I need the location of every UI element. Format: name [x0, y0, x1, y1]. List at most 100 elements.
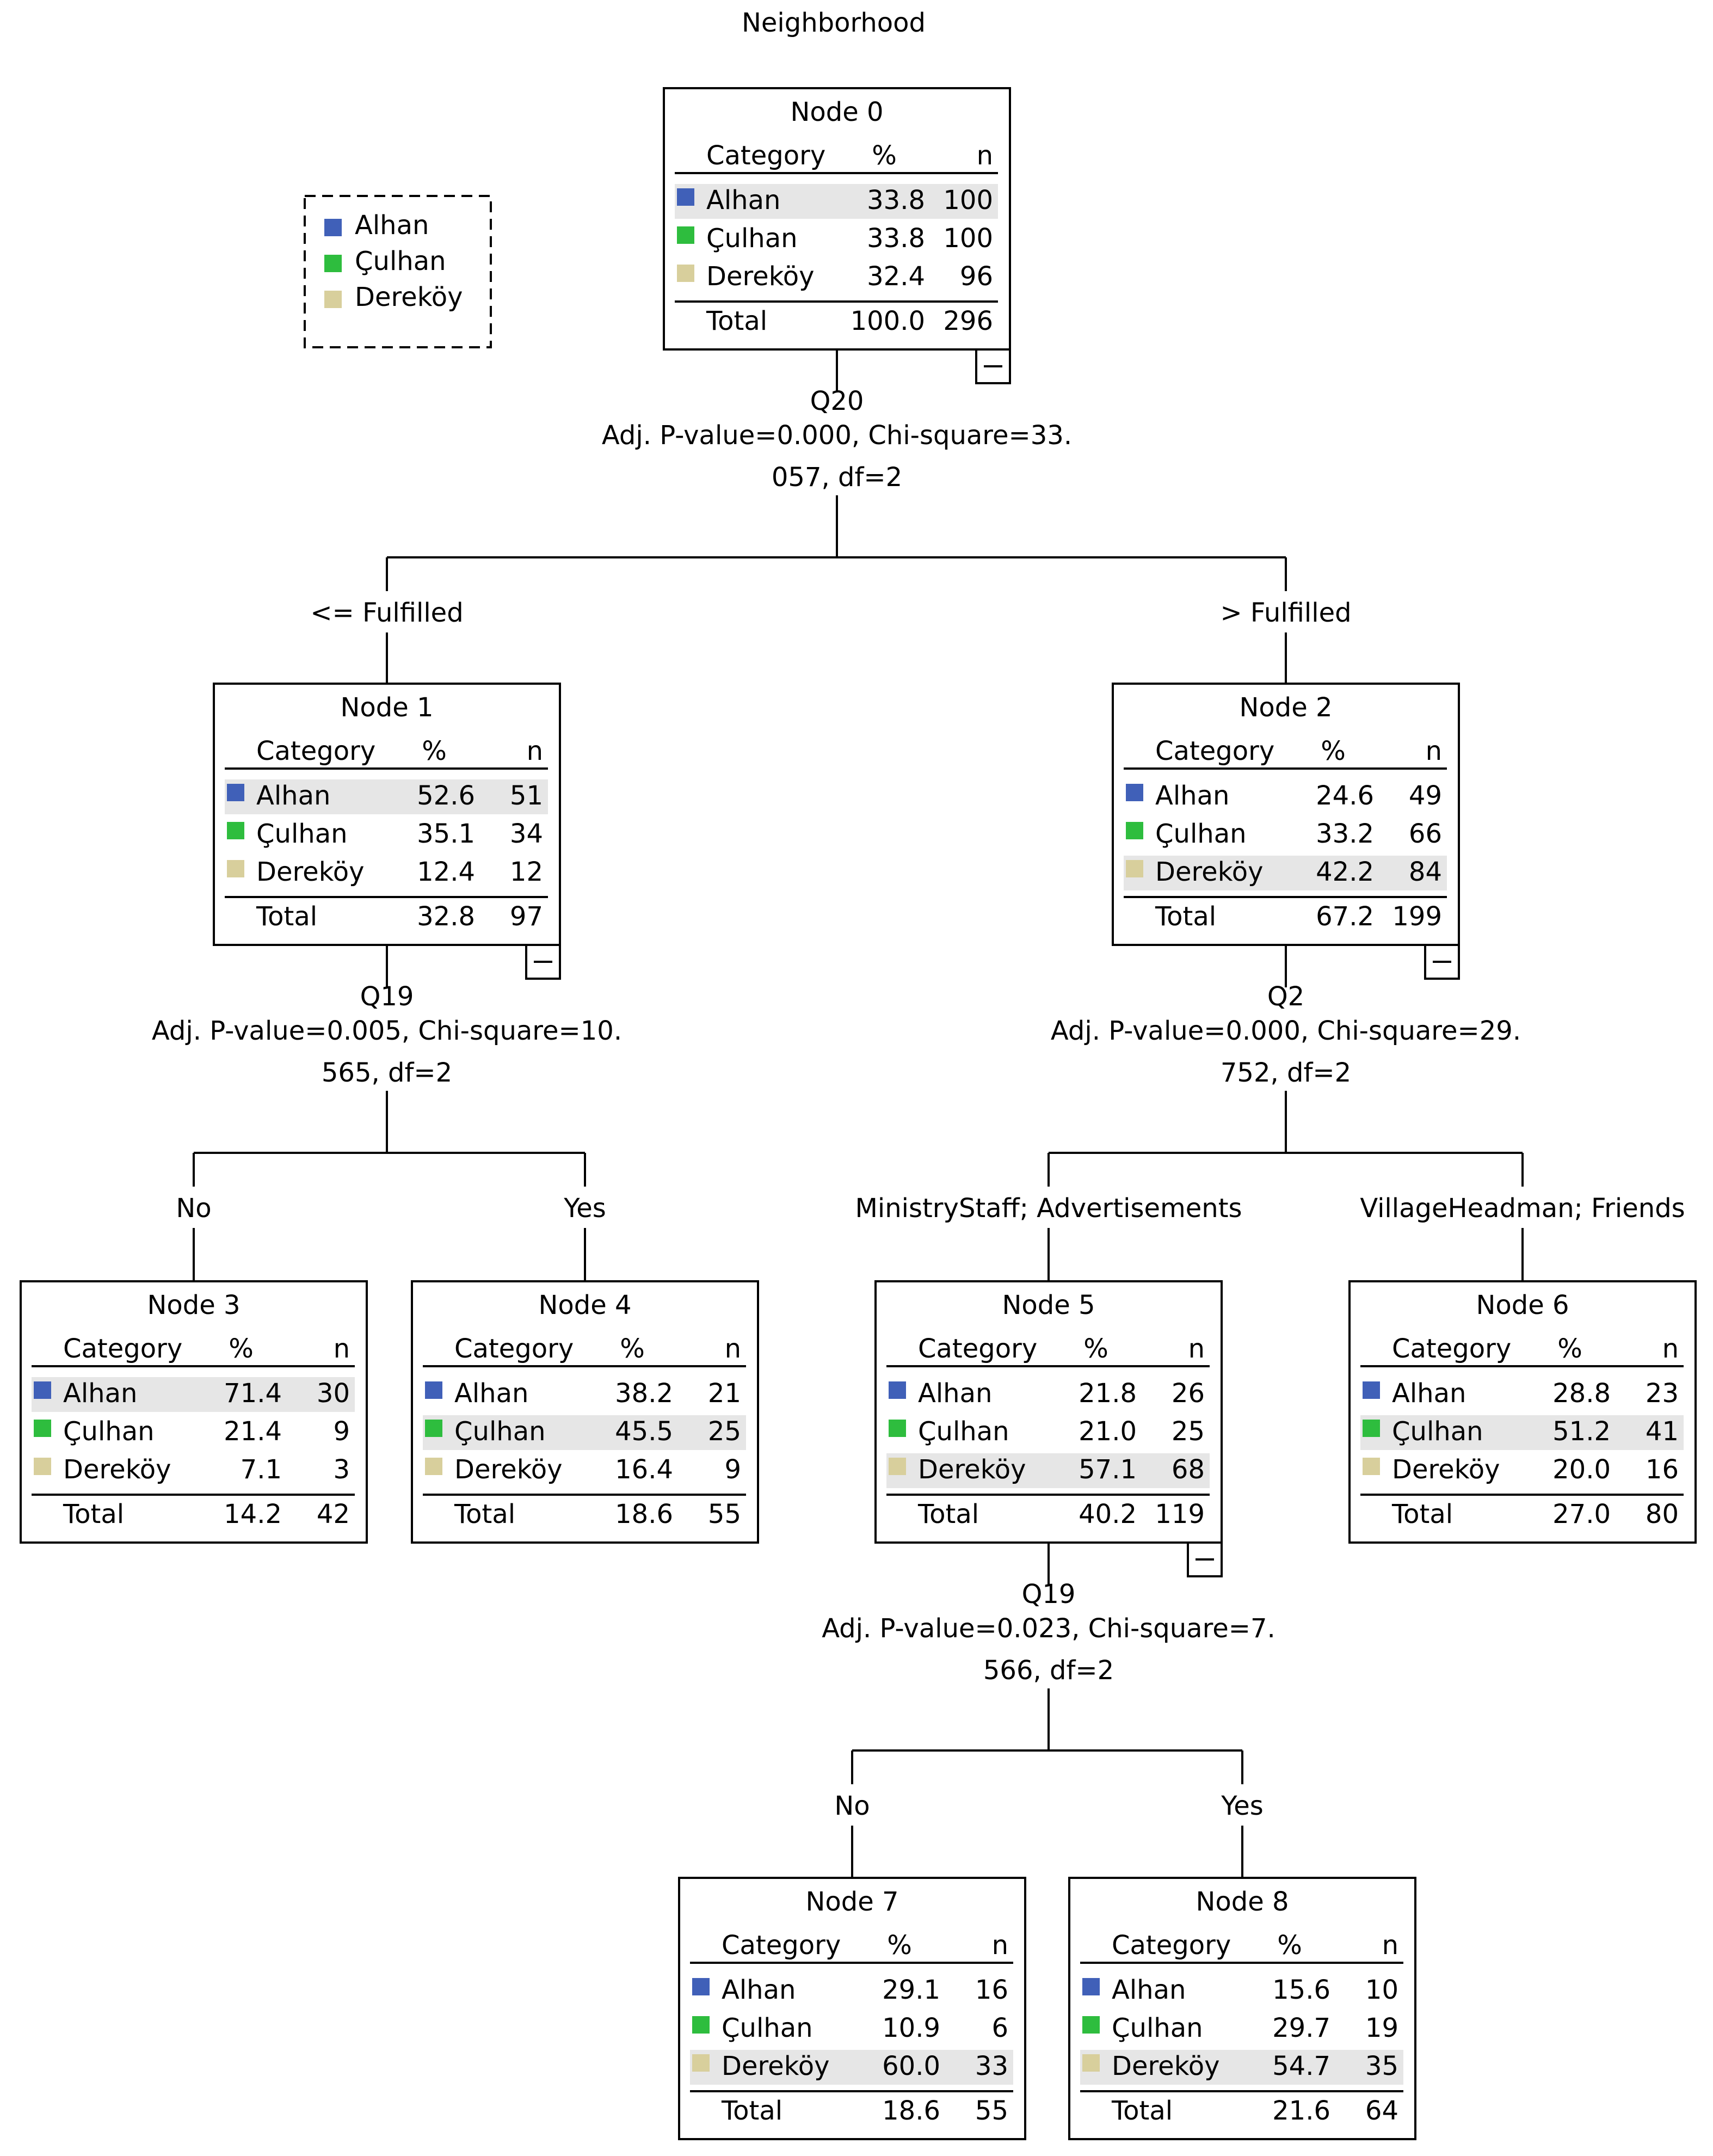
split-statistics: 752, df=2	[1221, 1058, 1351, 1088]
category-swatch	[34, 1381, 51, 1399]
category-percent: 16.4	[615, 1454, 673, 1485]
category-label: Çulhan	[706, 223, 798, 254]
category-label: Alhan	[1392, 1378, 1466, 1409]
column-header-percent: %	[887, 1930, 912, 1961]
node-title: Node 3	[147, 1290, 240, 1320]
total-percent: 14.2	[224, 1499, 282, 1530]
category-percent: 21.0	[1079, 1416, 1137, 1447]
category-swatch	[1363, 1381, 1380, 1399]
column-header-category: Category	[918, 1334, 1037, 1364]
branch-label: <= Fulfilled	[310, 598, 463, 628]
split-statistics: Adj. P-value=0.000, Chi-square=33.	[602, 420, 1072, 451]
column-header-percent: %	[1321, 736, 1346, 766]
row-highlight	[690, 2050, 1013, 2085]
category-count: 23	[1646, 1378, 1679, 1409]
category-count: 9	[724, 1454, 741, 1485]
category-label: Alhan	[706, 185, 780, 216]
total-count: 296	[943, 306, 993, 336]
total-percent: 100.0	[851, 306, 925, 336]
total-percent: 18.6	[615, 1499, 673, 1530]
category-percent: 57.1	[1079, 1454, 1137, 1485]
category-swatch	[889, 1381, 906, 1399]
category-count: 25	[1172, 1416, 1205, 1447]
category-percent: 28.8	[1552, 1378, 1611, 1409]
column-header-n: n	[1662, 1334, 1679, 1364]
row-highlight	[886, 1453, 1210, 1488]
column-header-n: n	[527, 736, 543, 766]
column-header-category: Category	[706, 140, 825, 171]
category-swatch	[1126, 822, 1143, 839]
category-count: 68	[1172, 1454, 1205, 1485]
category-swatch	[34, 1420, 51, 1437]
column-header-percent: %	[1557, 1334, 1582, 1364]
node-title: Node 4	[538, 1290, 631, 1320]
node-box	[411, 1280, 759, 1544]
category-label: Dereköy	[1392, 1454, 1500, 1485]
category-count: 9	[333, 1416, 350, 1447]
category-count: 100	[943, 185, 993, 216]
legend-swatch	[324, 219, 342, 236]
category-count: 96	[960, 261, 993, 292]
column-header-category: Category	[1155, 736, 1274, 766]
total-percent: 32.8	[417, 901, 475, 932]
column-header-n: n	[1188, 1334, 1205, 1364]
total-count: 199	[1392, 901, 1442, 932]
total-label: Total	[917, 1499, 979, 1530]
column-header-category: Category	[454, 1334, 574, 1364]
category-percent: 21.8	[1079, 1378, 1137, 1409]
category-label: Çulhan	[722, 2013, 813, 2043]
row-highlight	[1360, 1415, 1684, 1450]
node-box	[1348, 1280, 1697, 1544]
total-label: Total	[721, 2096, 782, 2126]
category-swatch	[227, 784, 244, 801]
total-label: Total	[1155, 901, 1216, 932]
split-statistics: Adj. P-value=0.023, Chi-square=7.	[822, 1613, 1275, 1644]
tree-title: Neighborhood	[742, 8, 926, 38]
category-swatch	[889, 1458, 906, 1475]
category-label: Alhan	[256, 781, 330, 811]
total-count: 80	[1646, 1499, 1679, 1530]
category-label: Dereköy	[1112, 2051, 1220, 2081]
node-box	[678, 1877, 1026, 2140]
category-label: Çulhan	[256, 819, 348, 849]
split-statistics: 565, df=2	[322, 1058, 452, 1088]
category-swatch	[1126, 784, 1143, 801]
category-count: 25	[708, 1416, 741, 1447]
category-percent: 60.0	[882, 2051, 940, 2081]
category-count: 30	[317, 1378, 350, 1409]
total-label: Total	[1111, 2096, 1173, 2126]
category-label: Dereköy	[918, 1454, 1026, 1485]
branch-label: > Fulfilled	[1220, 598, 1351, 628]
column-header-n: n	[1382, 1930, 1398, 1961]
category-swatch	[692, 2016, 710, 2034]
category-count: 66	[1409, 819, 1442, 849]
category-count: 10	[1365, 1975, 1398, 2005]
category-swatch	[1082, 1978, 1100, 1995]
row-highlight	[675, 184, 998, 219]
category-label: Çulhan	[1155, 819, 1247, 849]
branch-label: No	[834, 1791, 870, 1821]
legend-border	[304, 195, 492, 348]
total-count: 55	[975, 2096, 1008, 2126]
category-label: Dereköy	[256, 857, 365, 887]
category-count: 33	[975, 2051, 1008, 2081]
category-swatch	[1126, 860, 1143, 877]
total-percent: 21.6	[1272, 2096, 1330, 2126]
category-swatch	[1363, 1420, 1380, 1437]
category-count: 6	[991, 2013, 1008, 2043]
total-count: 97	[510, 901, 543, 932]
row-highlight	[1080, 2050, 1403, 2085]
category-label: Çulhan	[1112, 2013, 1203, 2043]
total-label: Total	[256, 901, 317, 932]
branch-label: Yes	[563, 1193, 606, 1224]
category-swatch	[425, 1381, 442, 1399]
category-percent: 33.8	[867, 185, 925, 216]
category-percent: 29.7	[1272, 2013, 1330, 2043]
